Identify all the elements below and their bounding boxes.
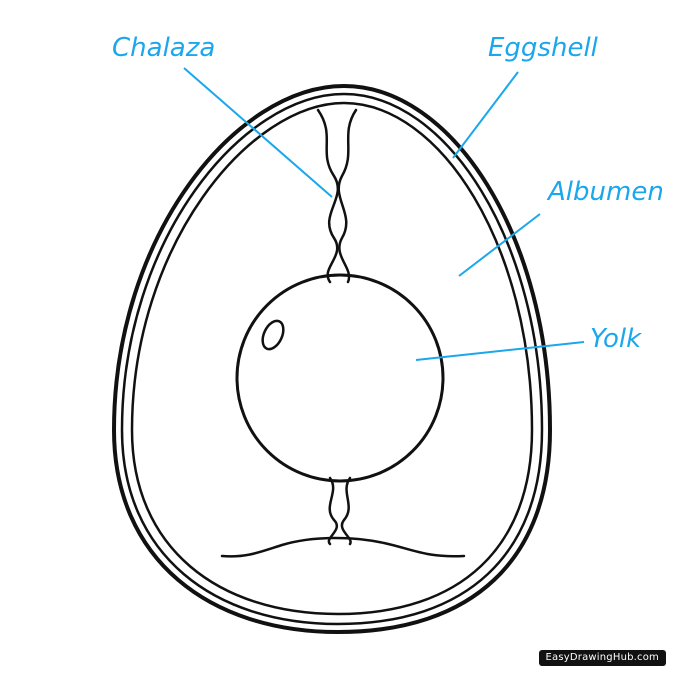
lower-chalaza-strand-left <box>327 476 338 546</box>
eggshell-outer-outline <box>112 84 552 634</box>
air-cell-outline <box>220 536 466 558</box>
chalaza-label: Chalaza <box>112 33 215 63</box>
chalaza-leader-line <box>183 67 333 198</box>
upper-chalaza-strand-right <box>337 108 358 284</box>
yolk-highlight <box>261 319 285 351</box>
yolk-circle <box>235 273 445 483</box>
albumen-leader-line <box>458 213 541 277</box>
membrane-outline <box>130 101 534 616</box>
yolk-label: Yolk <box>590 324 642 354</box>
watermark-badge: EasyDrawingHub.com <box>538 650 666 666</box>
eggshell-leader-line <box>452 71 519 159</box>
eggshell-inner-outline <box>120 92 544 626</box>
albumen-label: Albumen <box>546 177 664 207</box>
eggshell-label: Eggshell <box>488 33 599 63</box>
yolk-leader-line <box>415 341 585 361</box>
lower-chalaza-strand-right <box>340 476 352 546</box>
upper-chalaza-strand-left <box>316 108 340 284</box>
